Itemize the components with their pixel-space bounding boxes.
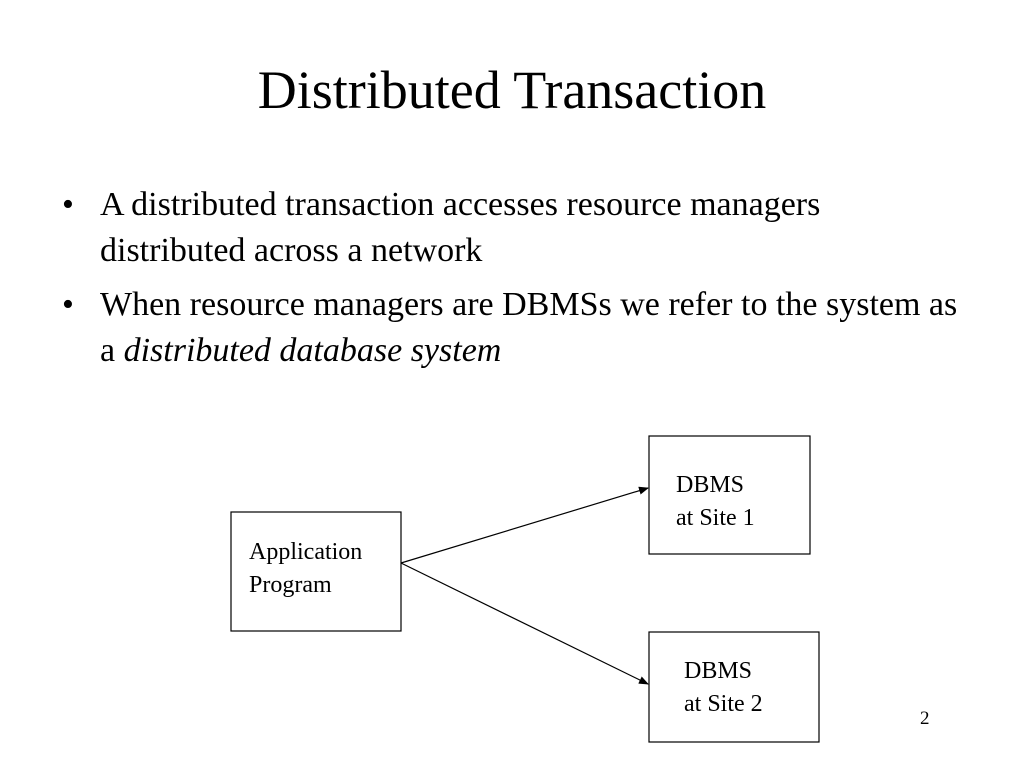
dbms-site1-box: [648, 435, 811, 555]
slide-title: Distributed Transaction: [257, 60, 767, 120]
bullet-text: A distributed transaction accesses resou…: [100, 186, 821, 269]
node-label-line: DBMS: [676, 472, 745, 498]
bullet-marker: •: [62, 186, 74, 223]
arrow-to-dbms-site1: [400, 486, 649, 564]
bullet-text: When resource managers are DBMSs we refe…: [100, 286, 958, 369]
node-label-line: Application: [249, 539, 363, 565]
dbms-site2-box: [648, 631, 820, 743]
bullet-item: • A distributed transaction accesses res…: [62, 182, 962, 274]
bullet-list: • A distributed transaction accesses res…: [62, 182, 962, 382]
node-label-line: Program: [249, 572, 332, 598]
bullet-item: • When resource managers are DBMSs we re…: [62, 282, 962, 374]
bullet-marker: •: [62, 286, 74, 323]
bullet-emphasis: distributed database system: [123, 332, 502, 369]
node-label-line: at Site 2: [684, 691, 763, 717]
dbms-site1-label: DBMS at Site 1: [676, 469, 755, 535]
application-program-box: [230, 511, 402, 632]
page-number: 2: [920, 708, 930, 729]
node-label-line: at Site 1: [676, 505, 755, 531]
arrow-to-dbms-site2: [400, 562, 649, 685]
dbms-site2-label: DBMS at Site 2: [684, 655, 763, 721]
node-label-line: DBMS: [684, 658, 753, 684]
application-program-label: Application Program: [249, 536, 362, 602]
